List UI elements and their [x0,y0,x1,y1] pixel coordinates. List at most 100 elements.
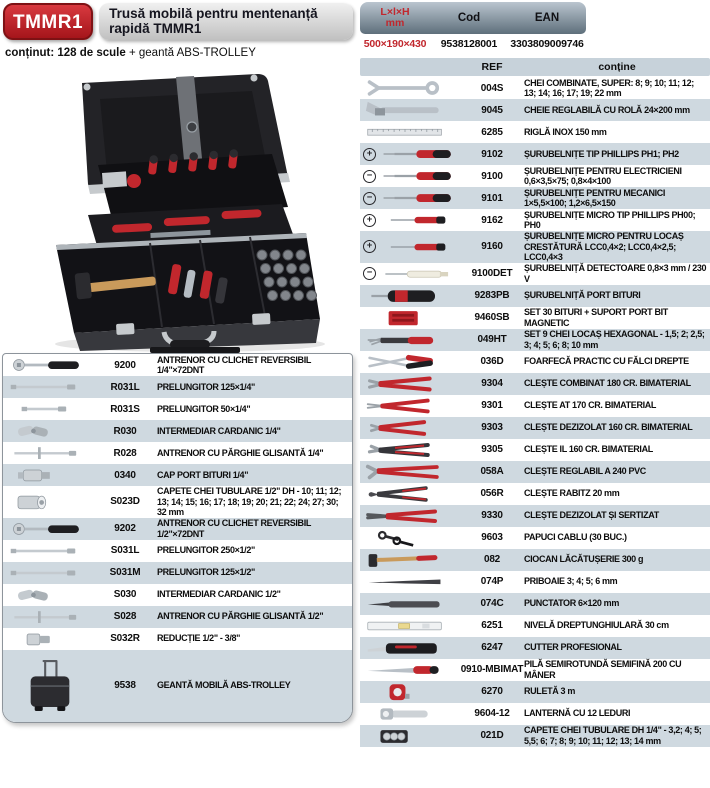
tool-image-cell [360,682,460,702]
tool-image-cell [360,352,460,372]
tool-image-cell [3,465,93,485]
content-summary: conținut: 128 de scule + geantă ABS-TROL… [5,47,356,59]
long-nose-pliers-icon [363,396,447,416]
tool-image-cell [3,563,93,583]
ref-code: 049HT [477,334,507,345]
ref-code: 6270 [481,686,503,697]
tool-image-cell [3,585,93,605]
screwdriver-icon [377,166,461,186]
extension-bar-icon [6,541,90,561]
steel-ruler-icon [363,122,447,142]
item-description: ȘURUBELNIȚE MICRO PENTRU LOCAȘ CRESTĂTUR… [524,231,684,262]
tool-image-cell [3,519,93,539]
ref-code: 6285 [481,126,503,138]
ref-code: 9045 [481,104,503,116]
item-description: ANTRENOR CU PĂRGHIE GLISANTĂ 1/4" [157,447,324,458]
item-description: GEANTĂ MOBILĂ ABS-TROLLEY [157,680,291,691]
phillips-symbol-icon: + [363,240,376,254]
adjustable-wrench-icon [363,100,447,120]
spec-header-bar: L×l×H mm Cod EAN [360,2,586,34]
item-description: CLEȘTE COMBINAT 180 CR. BIMATERIAL [524,378,691,389]
tool-image-cell [360,418,460,438]
bit-set-icon [363,308,447,328]
tool-image-cell [360,572,460,592]
item-description: PRELUNGITOR 125×1/4" [157,381,255,392]
item-description: PRELUNGITOR 250×1/2" [157,545,255,556]
ref-code: 0340 [114,469,136,481]
page-title-line1: Trusă mobilă pentru mentenanță [109,6,318,21]
item-description: LANTERNĂ CU 12 LEDURI [524,708,631,719]
sliding-t-handle-icon [6,443,90,463]
tool-image-cell [360,396,460,416]
left-parts-table: 9200 ANTRENOR CU CLICHET REVERSIBIL 1/4"×… [2,353,353,723]
item-description: PUNCTATOR 6×120 mm [524,598,619,609]
item-description: ANTRENOR CU CLICHET REVERSIBIL 1/4"×72DN… [157,354,311,376]
universal-joint-icon [6,585,90,605]
item-description: NIVELĂ DREPTUNGHIULARĂ 30 cm [524,620,669,631]
screwdriver-icon [377,144,461,164]
tool-image-cell [3,629,93,649]
list-header-ref: REF [481,61,503,73]
bit-screwdriver-icon [363,286,447,306]
spec-value-dimensions: 500×190×430 [363,38,427,50]
tool-image-cell [3,377,93,397]
micro-screwdriver-icon [377,210,461,230]
ref-code: S032R [110,633,140,644]
spirit-level-icon [363,616,447,636]
spec-header-cod: Cod [457,12,481,24]
item-description: INTERMEDIAR CARDANIC 1/2" [157,589,281,600]
socket-set-icon [363,726,447,746]
item-description: PILĂ SEMIROTUNDĂ SEMIFINĂ 200 CU MÂNER [524,659,682,680]
spec-header-ean: EAN [534,12,560,24]
tool-image-cell [360,528,460,548]
right-column: L×l×H mm Cod EAN 500×190×430 9538128001 … [360,0,710,747]
item-description: RIGLĂ INOX 150 mm [524,126,607,137]
tape-measure-icon [363,682,447,702]
tool-image-cell [3,607,93,627]
ref-code: 004S [480,82,504,94]
ref-code: S023D [110,496,140,508]
dims-unit-label: mm [385,17,405,29]
phillips-symbol-icon: + [363,147,376,161]
ref-code: 9304 [481,378,503,389]
ref-code: 021D [480,730,504,741]
item-description: CAPETE CHEI TUBULARE 1/2" DH - 10; 11; 1… [157,486,342,517]
ref-code: 9603 [481,532,503,543]
led-flashlight-icon [363,704,447,724]
tool-image-cell: + [360,210,460,230]
micro-screwdriver-icon [377,237,461,257]
extension-bar-icon [6,377,90,397]
item-description: FOARFECĂ PRACTIC CU FĂLCI DREPTE [524,356,689,367]
universal-joint-icon [6,421,90,441]
center-punch-icon [363,594,447,614]
extension-bar-short-icon [6,399,90,419]
item-description: ȘURUBELNIȚĂ DETECTOARE 0,8×3 mm / 230 V [524,263,707,284]
ref-code: 9100DET [471,268,513,279]
bit-holder-cap-icon [6,465,90,485]
hex-key-set-icon [363,330,447,350]
ref-code: 9538 [114,680,136,691]
item-description: CLEȘTE IL 160 CR. BIMATERIAL [524,444,653,455]
combination-wrench-icon [363,78,447,98]
ref-code: 9200 [114,359,136,371]
